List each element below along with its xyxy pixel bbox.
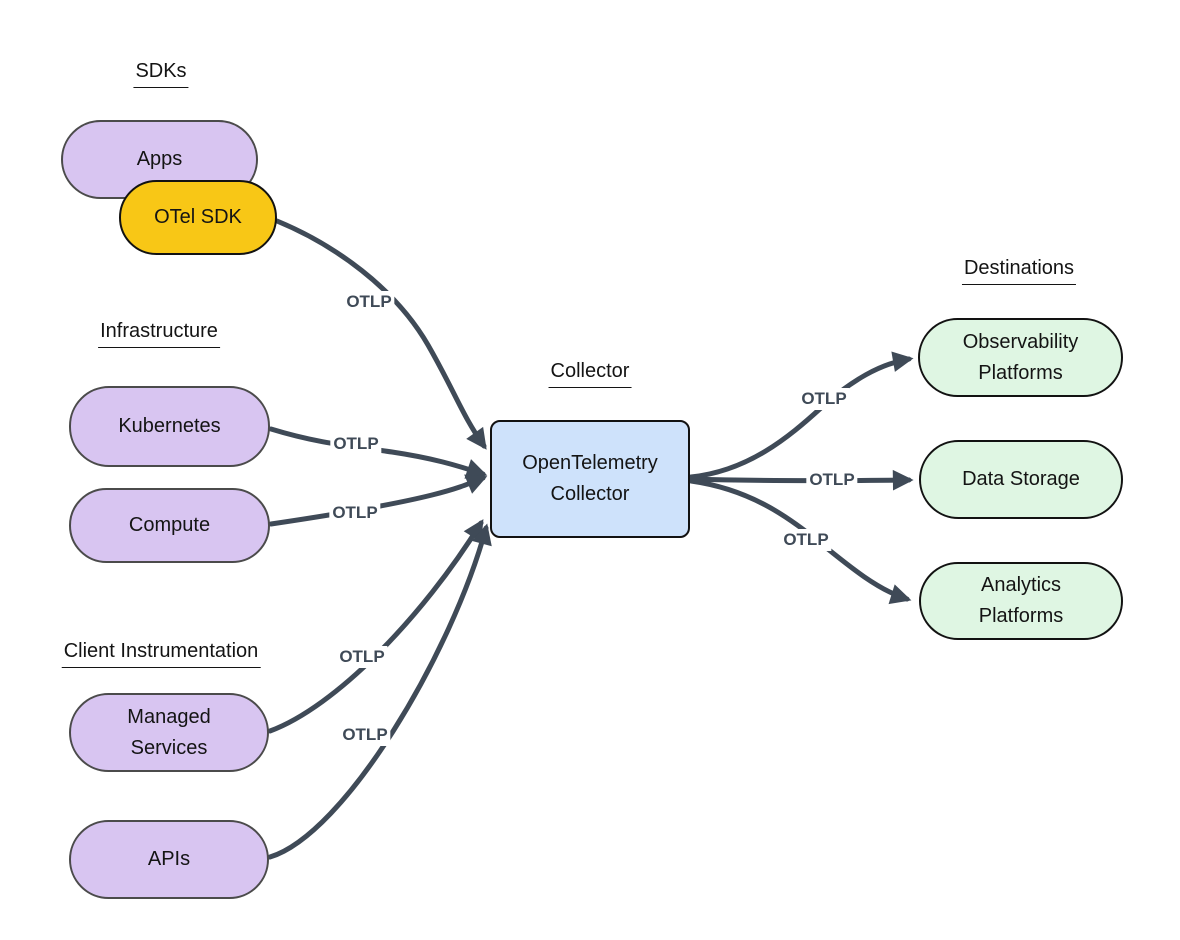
node-opentelemetry-collector-label: OpenTelemetry Collector [522,452,658,505]
node-otel-sdk: OTel SDK [119,180,277,255]
edge-collector-to-observability-platforms [688,351,914,480]
group-title-client-instrumentation: Client Instrumentation [61,640,261,668]
edge-label-collector-to-analytics-platforms: OTLP [780,529,832,551]
edge-label-otel-sdk-to-collector: OTLP [343,291,395,313]
node-opentelemetry-collector: OpenTelemetry Collector [490,420,690,538]
edge-otel-sdk-to-collector [274,218,487,450]
group-title-destinations: Destinations [961,257,1077,285]
edge-collector-to-data-storage [688,469,914,491]
edge-label-managed-services-to-collector: OTLP [336,646,388,668]
node-managed-services-label: Managed Services [127,705,211,759]
edge-apis-to-collector [267,523,492,860]
node-otel-sdk-label: OTel SDK [154,206,242,228]
group-title-sdks: SDKs [133,60,189,88]
node-kubernetes-label: Kubernetes [118,415,221,437]
group-title-infrastructure: Infrastructure [98,320,220,348]
edge-label-collector-to-observability-platforms: OTLP [798,388,850,410]
node-analytics-platforms: Analytics Platforms [919,562,1123,640]
node-compute: Compute [69,488,270,563]
edge-kubernetes-to-collector [268,426,488,479]
node-kubernetes: Kubernetes [69,386,270,467]
node-data-storage: Data Storage [919,440,1123,519]
node-observability-platforms: Observability Platforms [918,318,1123,397]
node-compute-label: Compute [128,514,211,536]
node-observability-platforms-label: Observability Platforms [962,330,1079,384]
edge-label-compute-to-collector: OTLP [329,502,381,524]
node-analytics-platforms-label: Analytics Platforms [978,574,1064,627]
node-apps-label: Apps [136,148,183,170]
edge-compute-to-collector [268,474,488,527]
node-managed-services: Managed Services [69,693,269,772]
edge-label-collector-to-data-storage: OTLP [806,469,858,491]
edge-label-apis-to-collector: OTLP [339,724,391,746]
node-apis-label: APIs [147,848,191,870]
edge-label-kubernetes-to-collector: OTLP [330,433,382,455]
node-data-storage-label: Data Storage [962,468,1080,490]
group-title-collector: Collector [548,360,632,388]
node-apis: APIs [69,820,269,899]
